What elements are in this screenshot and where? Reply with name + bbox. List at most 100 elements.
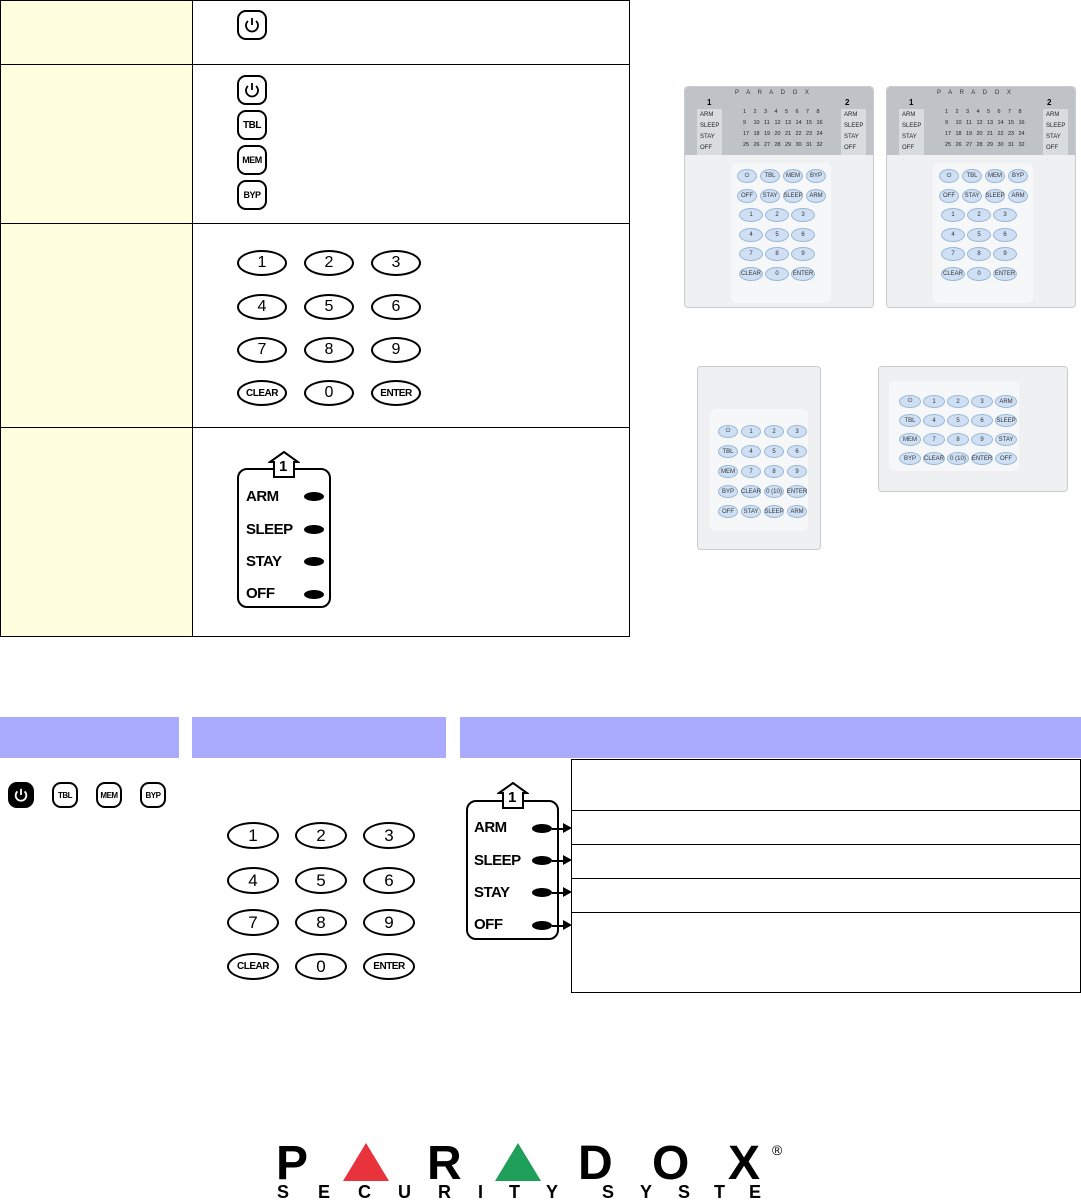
zone-number: 4 [976,109,980,115]
keypad-photo-button: ARM [1008,188,1028,203]
zone-number: 7 [1008,109,1012,115]
power-icon [14,788,28,802]
logo-red-triangle [343,1143,389,1181]
keypad-photo-button: OFF [995,452,1017,465]
status-description-intro [571,759,1081,811]
status-off: OFF [700,145,712,151]
status-off: OFF [844,145,856,151]
status-description-off [571,912,1081,993]
key-3: 3 [363,822,415,849]
status-off: OFF [1046,145,1058,151]
registered-mark: ® [772,1142,783,1158]
zone-number: 27 [966,142,973,148]
keypad-photo-button: 6 [791,227,815,242]
zone-number: 23 [1008,131,1015,137]
zone-number: 15 [806,120,813,126]
keypad-photo-button: BYP [718,485,738,498]
status-description-arm [571,810,1081,845]
keypad-photo-button: CLEAR [941,266,965,281]
table-cell-left [0,427,193,637]
zone-number: 32 [816,142,823,148]
keypad-photo-button: SLEEP [764,505,784,518]
logo-subtitle-letter: R [438,1182,451,1202]
keypad-photo-button: 3 [787,425,807,438]
keypad-photo-button: BYP [806,169,826,183]
logo-letter: X [728,1137,761,1190]
logo-subtitle-letter: T [509,1182,520,1202]
house-icon [268,450,300,478]
keypad-photo-button: 1 [941,208,965,222]
key-0: 0 [295,953,347,980]
keypad-photo-button: 4 [923,414,945,427]
keypad-photo-button: CLEAR [739,266,763,281]
arrow-sleep [552,860,564,862]
zone-number: 10 [955,120,962,126]
keypad-photo-button: TBL [760,169,780,183]
keypad-photo-button: 7 [741,465,761,478]
zone-number: 25 [743,142,750,148]
logo-subtitle-letter: I [478,1182,484,1202]
keypad-photo-button: CLEAR [923,452,945,465]
key-5: 5 [295,867,347,894]
zone-number: 16 [816,120,823,126]
zone-number: 21 [987,131,994,137]
keypad-photo-button: ENTER [971,452,993,465]
keypad-photo-button: TBL [962,169,982,183]
keypad-photo-button: SLEEP [995,414,1017,427]
column-header-function-keys [0,717,179,758]
logo-subtitle-letter: T [714,1182,725,1202]
zone-number: 29 [987,142,994,148]
zone-number: 26 [753,142,760,148]
status-list-left: ARM SLEEP STAY OFF [697,109,723,155]
partition-label-right: 2 [845,98,850,107]
zone-number: 17 [945,131,952,137]
keypad-photo-button: 5 [967,227,991,242]
logo-subtitle-letter: S [277,1182,290,1202]
zone-number: 23 [806,131,813,137]
zone-number: 9 [945,120,949,126]
logo-green-triangle [495,1143,541,1181]
keypad-photo-button: TBL [899,414,921,427]
status-arm: ARM [844,112,858,118]
keypad-photo-button: 8 [764,465,784,478]
zone-number: 1 [743,109,747,115]
arrow-head-off [563,920,572,930]
status-stay: STAY [700,134,715,140]
zone-number: 29 [785,142,792,148]
logo-subtitle-letter: U [398,1182,411,1202]
zone-number: 13 [785,120,792,126]
keypad-photo-button: SLEEP [985,188,1005,203]
keypad-photo-button: OFF [737,188,757,203]
key-2: 2 [295,822,347,849]
logo-subtitle-letter: C [358,1182,371,1202]
keypad-photo-button: 1 [741,425,761,438]
key-6: 6 [371,294,421,320]
status-label-sleep: SLEEP [246,521,293,538]
keypad-photo-button: BYP [1008,169,1028,183]
column-header-status [460,717,1081,758]
key-4: 4 [237,294,287,320]
keypad-photo-button: 6 [787,445,807,458]
status-label-off: OFF [246,585,275,602]
status-arm: ARM [1046,112,1060,118]
keypad-photo-button: ENTER [787,485,807,498]
table-cell-left [0,64,193,224]
zone-number: 31 [806,142,813,148]
arrow-head-arm [563,823,572,833]
logo-letter: O [652,1137,690,1190]
keypad-photo-button: 0 (10) [947,452,969,465]
keypad-photo-button: BYP [899,452,921,465]
zone-number: 16 [1018,120,1025,126]
partition-panel [237,468,331,608]
zone-number: 31 [1008,142,1015,148]
key-0: 0 [304,380,354,406]
partition-label-left: 1 [909,98,914,107]
power-icon [245,83,259,98]
key-9: 9 [363,909,415,936]
zone-number: 22 [997,131,1004,137]
logo-subtitle-letter: Y [640,1182,653,1202]
zone-number: 18 [955,131,962,137]
zone-number: 8 [1018,109,1022,115]
zone-number: 12 [774,120,781,126]
keypad-photo-button: OFF [939,188,959,203]
